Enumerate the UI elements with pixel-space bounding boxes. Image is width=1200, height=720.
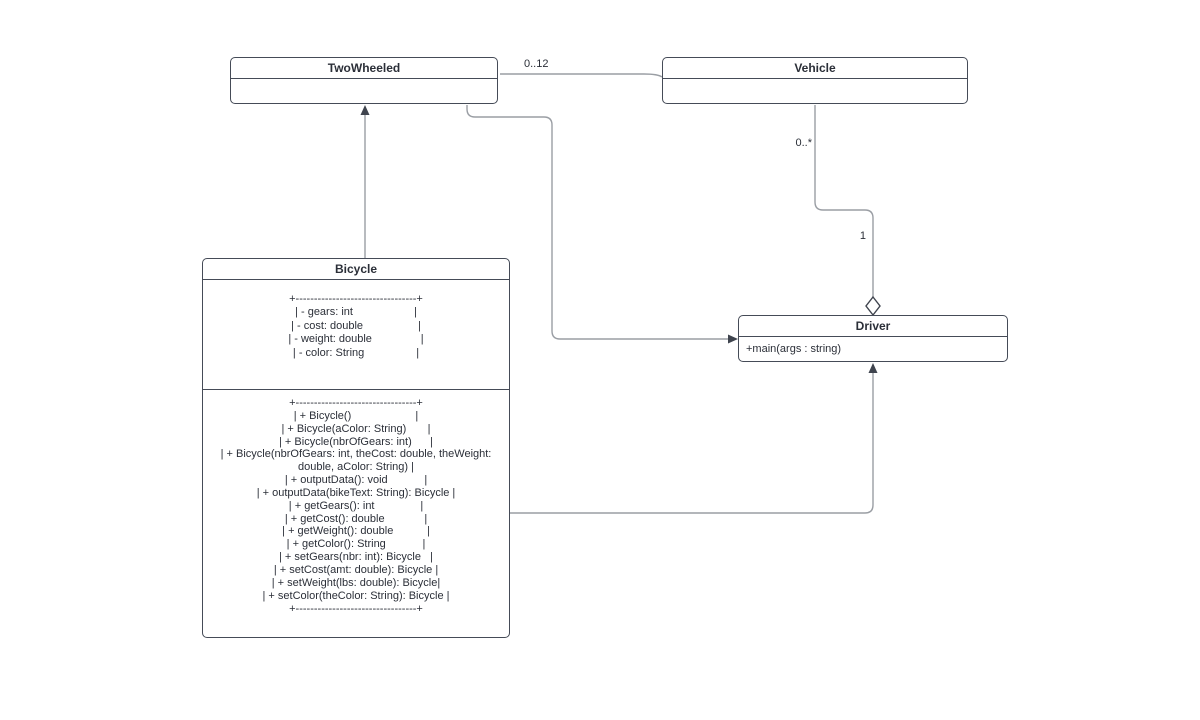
ascii-line: +---------------------------------+ — [289, 293, 423, 305]
class-driver-title: Driver — [739, 316, 1007, 337]
class-bicycle[interactable]: Bicycle +-------------------------------… — [202, 258, 510, 638]
class-bicycle-attributes: +---------------------------------+| - g… — [203, 280, 509, 390]
arrowhead-up-twowheeled-icon — [360, 105, 370, 115]
ascii-line: +---------------------------------+ — [289, 602, 423, 615]
arrowhead-right-driver-icon — [728, 334, 738, 344]
ascii-line: | + outputData(): void | — [284, 474, 428, 487]
ascii-line: | + Bicycle(nbrOfGears: int) | — [279, 435, 433, 448]
class-vehicle-title: Vehicle — [663, 58, 967, 79]
class-bicycle-title: Bicycle — [203, 259, 509, 280]
multiplicity-label-twowheeled-vehicle: 0..12 — [524, 58, 549, 70]
ascii-line: | + getWeight(): double | — [282, 525, 430, 538]
ascii-line: | - color: String | — [292, 346, 420, 359]
ascii-line: | + getGears(): int | — [288, 499, 424, 512]
ascii-line: | - cost: double | — [291, 319, 421, 332]
ascii-line: | + setWeight(lbs: double): Bicycle| — [271, 576, 441, 589]
class-driver-method: +main(args : string) — [746, 343, 842, 355]
ascii-line: +---------------------------------+ — [289, 397, 423, 409]
ascii-line: | + setColor(theColor: String): Bicycle … — [262, 589, 450, 602]
aggregation-diamond-icon — [865, 295, 881, 317]
ascii-line: | - weight: double | — [288, 333, 424, 346]
class-twowheeled[interactable]: TwoWheeled — [230, 57, 498, 104]
class-bicycle-methods: +---------------------------------+| + B… — [203, 390, 509, 637]
ascii-line: | + setCost(amt: double): Bicycle | — [273, 563, 439, 576]
association-twowheeled-vehicle[interactable] — [500, 73, 663, 78]
class-driver[interactable]: Driver +main(args : string) — [738, 315, 1008, 362]
multiplicity-label-driver: 1 — [859, 230, 866, 242]
ascii-line: | + outputData(bikeText: String): Bicycl… — [256, 486, 456, 499]
class-twowheeled-title: TwoWheeled — [231, 58, 497, 79]
arrowhead-up-driver-icon — [868, 363, 878, 373]
ascii-line: | + getCost(): double | — [284, 512, 428, 525]
class-vehicle-body — [663, 79, 967, 103]
multiplicity-label-vehicle: 0..* — [795, 137, 812, 149]
association-twowheeled-driver[interactable] — [466, 105, 728, 340]
class-twowheeled-body — [231, 79, 497, 103]
ascii-line: | + Bicycle(aColor: String) | — [281, 422, 431, 435]
ascii-line: | + Bicycle(nbrOfGears: int, theCost: do… — [220, 448, 492, 461]
ascii-line: | + Bicycle() | — [293, 409, 419, 422]
ascii-line: | + getColor(): String | — [286, 538, 426, 551]
ascii-line: | + setGears(nbr: int): Bicycle | — [279, 551, 433, 564]
ascii-line: | - gears: int | — [295, 306, 417, 319]
ascii-line: double, aColor: String) | — [298, 461, 414, 474]
class-vehicle[interactable]: Vehicle — [662, 57, 968, 104]
association-bicycle-driver[interactable] — [510, 373, 874, 514]
aggregation-vehicle-driver[interactable] — [814, 105, 874, 297]
